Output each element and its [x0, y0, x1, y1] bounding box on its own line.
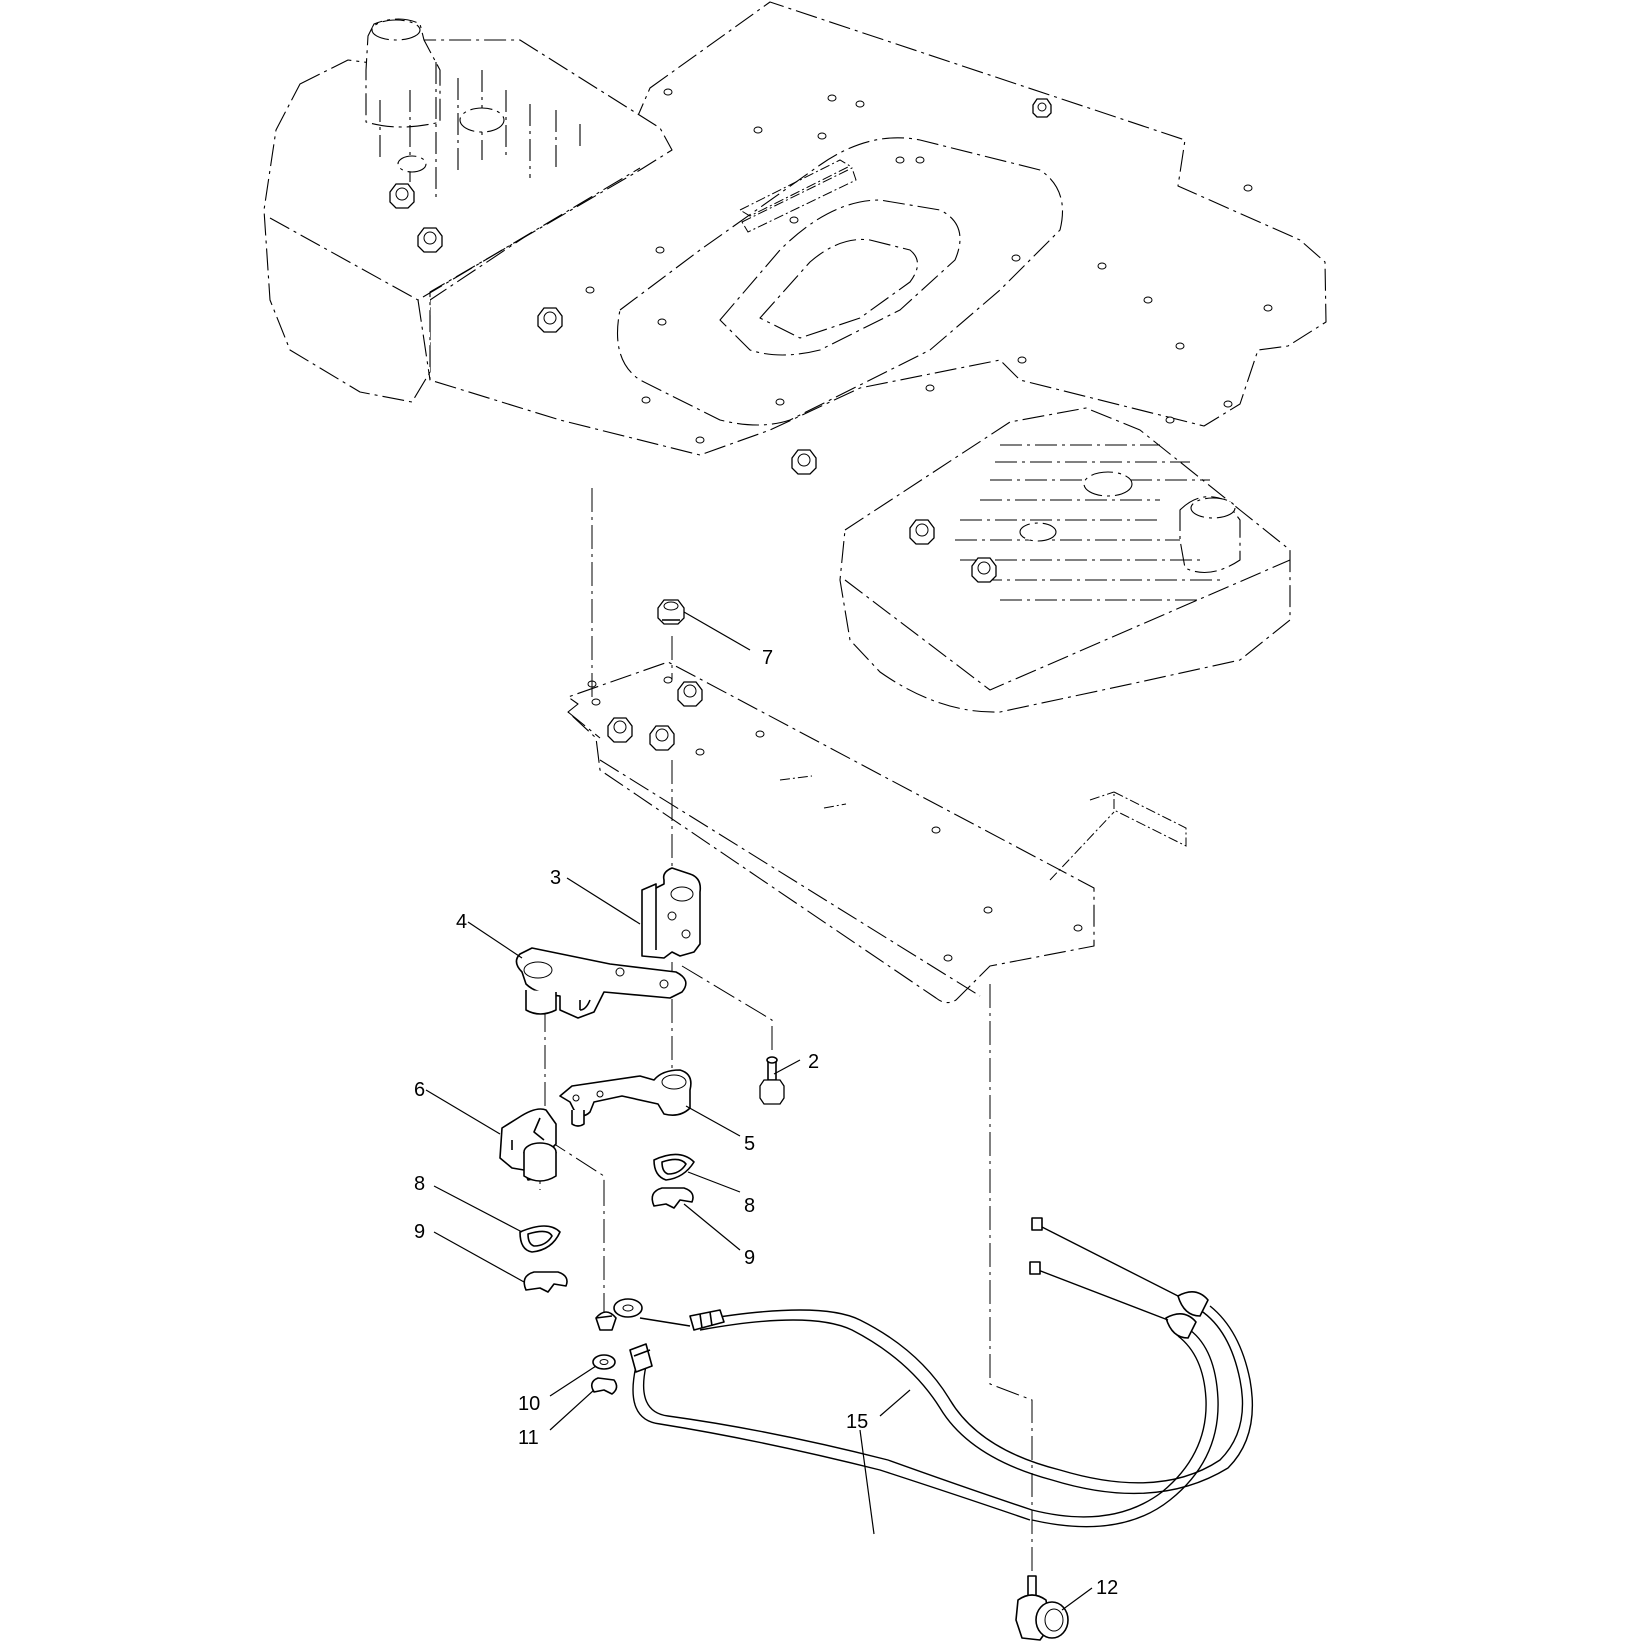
callout-3: 3 [550, 867, 561, 889]
mounting-plate-phantom [567, 661, 1187, 1004]
callout-9-left: 9 [414, 1221, 425, 1243]
part-9-eclip-right [651, 1187, 694, 1209]
part-5-lever[interactable] [559, 1069, 692, 1127]
part-15-control-cables[interactable] [595, 1217, 1254, 1528]
callout-2: 2 [808, 1051, 819, 1073]
callout-6: 6 [414, 1079, 425, 1101]
part-10-washer [592, 1354, 616, 1370]
part-3-bracket[interactable] [641, 867, 702, 959]
callout-8-right: 8 [744, 1195, 755, 1217]
part-6-latch[interactable] [499, 1108, 557, 1182]
mounting-plate-nuts [607, 681, 703, 751]
part-11-clip [590, 1377, 618, 1395]
callout-7: 7 [762, 647, 773, 669]
part-4-lever-arm[interactable] [515, 947, 687, 1019]
body-mounting-nuts [389, 98, 1052, 583]
callout-labels: 7 3 4 2 6 5 8 8 9 9 10 11 12 15 [414, 647, 1118, 1599]
callout-9-right: 9 [744, 1247, 755, 1269]
machine-body-phantom [263, 1, 1327, 713]
callout-8-left: 8 [414, 1173, 425, 1195]
plate-holes [585, 88, 1273, 444]
part-12-knob[interactable] [1015, 1575, 1069, 1641]
callout-15: 15 [846, 1411, 868, 1433]
part-8-washer-left [519, 1225, 561, 1253]
part-2-bolt [759, 1056, 785, 1105]
callout-12: 12 [1096, 1577, 1118, 1599]
part-7-flange-nut [657, 599, 685, 625]
callout-11: 11 [518, 1427, 539, 1449]
callout-5: 5 [744, 1133, 755, 1155]
callout-4: 4 [456, 911, 467, 933]
callout-leaders [425, 611, 1093, 1611]
callout-10: 10 [518, 1393, 540, 1415]
part-8-washer-right [653, 1153, 695, 1181]
cable-rod-end [595, 1298, 643, 1331]
part-9-eclip-left [523, 1271, 568, 1293]
